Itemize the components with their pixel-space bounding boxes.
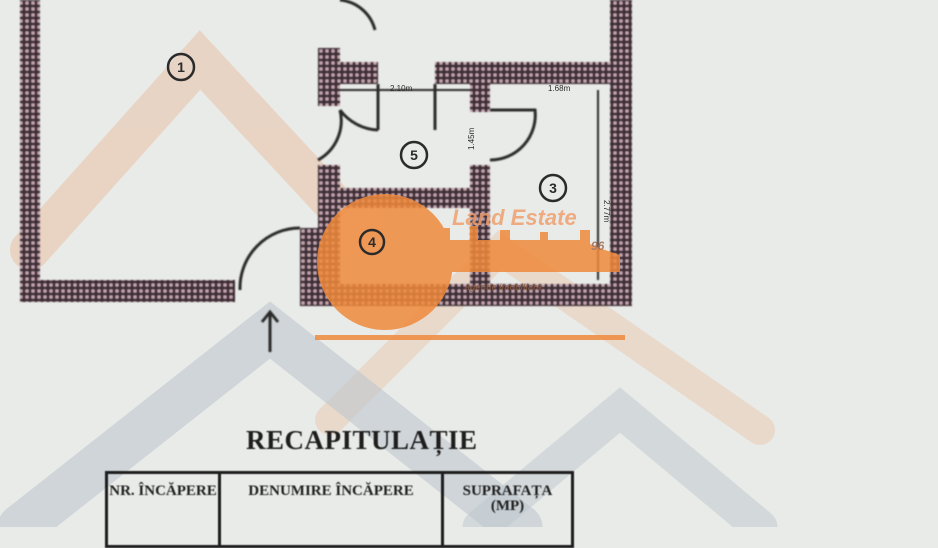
summary-table: NR. ÎNCĂPERE DENUMIRE ÎNCĂPERE SUPRAFAȚA… — [105, 471, 574, 548]
watermark-tagline: agentie imobiliara — [465, 282, 542, 292]
watermark-logo: Land Estate 96 agentie imobiliara — [315, 194, 625, 340]
watermark-number: 96 — [591, 239, 605, 253]
table-header-row: NR. ÎNCĂPERE DENUMIRE ÎNCĂPERE SUPRAFAȚA… — [105, 471, 574, 548]
watermark-brand: Land Estate — [452, 205, 577, 230]
room-number-1: 1 — [177, 59, 185, 75]
dimension-label: 1.68m — [548, 84, 571, 93]
floor-plan: 2.10m 1.68m 1.45m 2.77m Land Estate 96 a… — [0, 0, 778, 527]
room-number-5: 5 — [410, 147, 418, 163]
header-room-number: NR. ÎNCĂPERE — [105, 471, 221, 548]
dimension-label: 2.10m — [390, 84, 413, 93]
summary-title: RECAPITULAȚIE — [246, 425, 478, 455]
header-room-name: DENUMIRE ÎNCĂPERE — [218, 471, 444, 548]
dimension-label: 1.45m — [467, 127, 476, 150]
room-number-3: 3 — [549, 180, 557, 196]
room-labels — [166, 52, 568, 256]
dimension-label: 2.77m — [602, 200, 611, 223]
doors — [238, 0, 537, 352]
header-area: SUPRAFAȚA (MP) — [441, 471, 574, 548]
room-number-4: 4 — [368, 234, 376, 250]
